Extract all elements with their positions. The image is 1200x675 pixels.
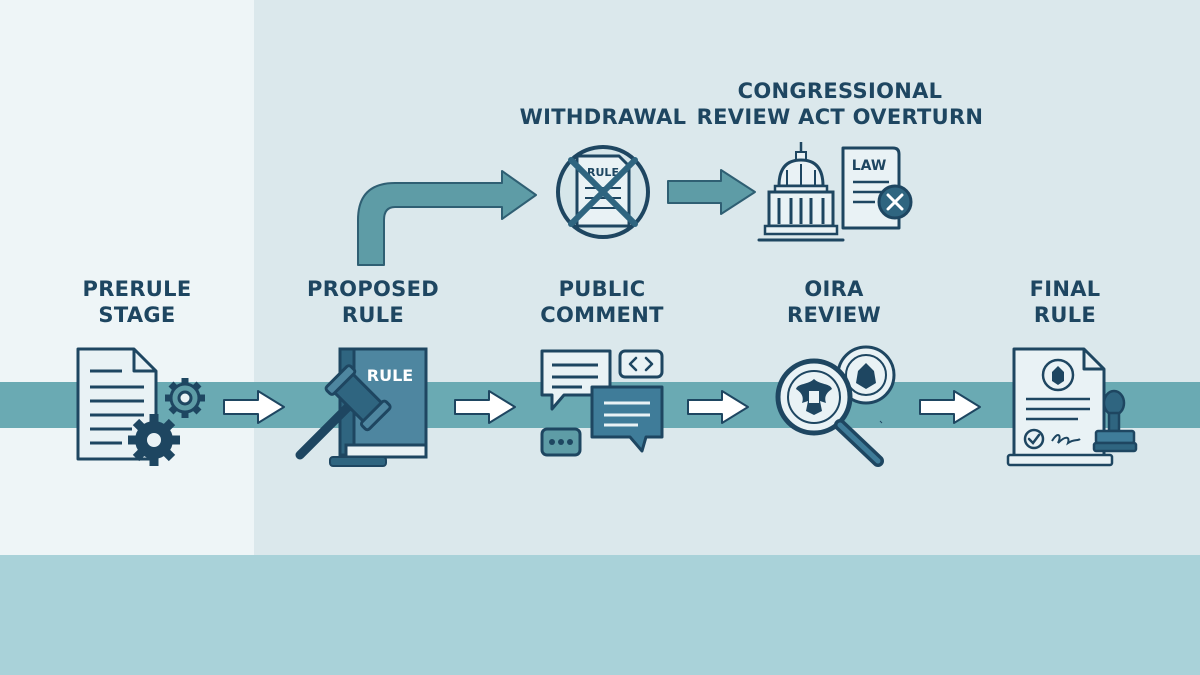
signed-document-stamp-icon [1006,347,1138,467]
arrow-right-icon [687,390,749,424]
gavel-book-icon: RULE [295,347,428,467]
crossed-out-rule-icon: RULE [556,145,650,239]
arrow-right-icon [667,169,756,215]
background-bottom-strip [0,555,1200,675]
arrow-right-icon [223,390,285,424]
label-withdrawal: WITHDRAWAL [519,105,687,129]
magnifier-seal-icon [775,345,896,467]
capitol-law-icon: LAW [757,142,913,242]
arrow-right-icon [919,390,981,424]
branch-arrow-icon [357,170,537,266]
speech-bubbles-icon [540,349,664,457]
book-rule-text: RULE [367,366,413,385]
document-gears-icon [76,347,205,466]
withdrawal-rule-text: RULE [587,166,619,179]
cra-law-text: LAW [852,158,887,174]
background-left-panel [0,0,254,555]
arrow-right-icon [454,390,516,424]
